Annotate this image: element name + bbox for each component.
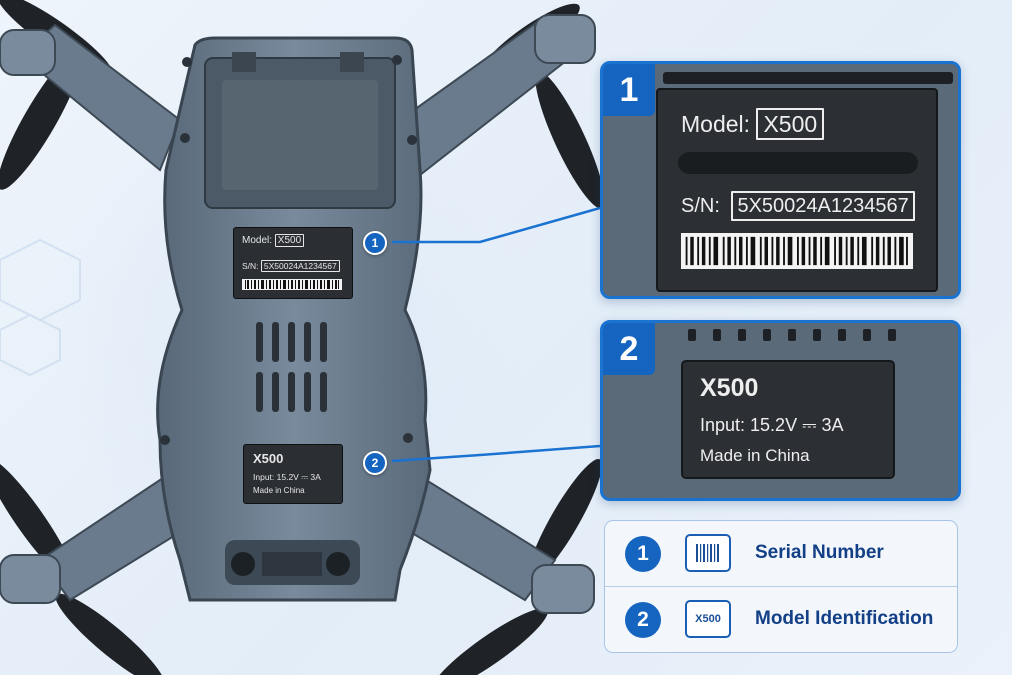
model-key: Model: bbox=[242, 235, 273, 246]
zoom-panel-serial: 1 Model: X500 S/N: 5X50024A1234567 bbox=[600, 61, 961, 299]
legend-text-2: Model Identification bbox=[755, 608, 934, 629]
legend-item-model: 2 X500 Model Identification bbox=[605, 587, 957, 652]
serial-key: S/N: bbox=[242, 261, 259, 271]
callout-badge-2: 2 bbox=[363, 451, 387, 475]
serial-line: S/N: 5X50024A1234567 bbox=[242, 260, 340, 272]
legend-number-1: 1 bbox=[625, 536, 661, 572]
spec-origin-zoomed: Made in China bbox=[700, 446, 810, 465]
spec-origin: Made in China bbox=[253, 486, 305, 495]
spec-input: Input: 15.2V ⎓ 3A bbox=[253, 472, 321, 482]
legend-text-1: Serial Number bbox=[755, 542, 884, 563]
spec-label: X500 Input: 15.2V ⎓ 3A Made in China bbox=[243, 444, 343, 504]
barcode-icon bbox=[242, 279, 342, 290]
serial-key-zoomed: S/N: bbox=[681, 195, 720, 217]
vent-slot bbox=[678, 152, 918, 174]
serial-line-zoomed: S/N: 5X50024A1234567 bbox=[681, 191, 915, 221]
barcode-icon bbox=[685, 534, 731, 572]
panel-number-2: 2 bbox=[603, 323, 655, 375]
panel-number-1: 1 bbox=[603, 64, 655, 116]
model-line: Model: X500 bbox=[242, 234, 305, 247]
legend-number-2: 2 bbox=[625, 602, 661, 638]
model-value-zoomed: X500 bbox=[756, 108, 825, 140]
barcode-zoomed-icon bbox=[681, 233, 913, 269]
serial-value: 5X50024A1234567 bbox=[260, 260, 340, 272]
model-key-zoomed: Model: bbox=[681, 111, 751, 137]
vent-strip bbox=[663, 72, 953, 84]
zoom-panel-model: 2 X500 Input: 15.2V ⎓ 3A Made in China bbox=[600, 320, 961, 501]
legend: 1 Serial Number 2 X500 Model Identificat… bbox=[604, 520, 958, 653]
model-value: X500 bbox=[274, 234, 305, 247]
spec-model: X500 bbox=[253, 451, 284, 466]
legend-divider bbox=[605, 586, 957, 587]
spec-input-zoomed: Input: 15.2V ⎓ 3A bbox=[700, 415, 844, 435]
vent-dots bbox=[688, 329, 896, 341]
spec-label-zoomed: X500 Input: 15.2V ⎓ 3A Made in China bbox=[681, 360, 895, 479]
serial-value-zoomed: 5X50024A1234567 bbox=[731, 191, 915, 221]
model-serial-label: Model: X500 S/N: 5X50024A1234567 bbox=[233, 227, 353, 299]
model-line-zoomed: Model: X500 bbox=[681, 108, 825, 140]
model-serial-label-zoomed: Model: X500 S/N: 5X50024A1234567 bbox=[656, 88, 938, 292]
legend-item-serial: 1 Serial Number bbox=[605, 521, 957, 586]
spec-model-zoomed: X500 bbox=[700, 374, 759, 402]
model-tag-icon: X500 bbox=[685, 600, 731, 638]
callout-badge-1: 1 bbox=[363, 231, 387, 255]
